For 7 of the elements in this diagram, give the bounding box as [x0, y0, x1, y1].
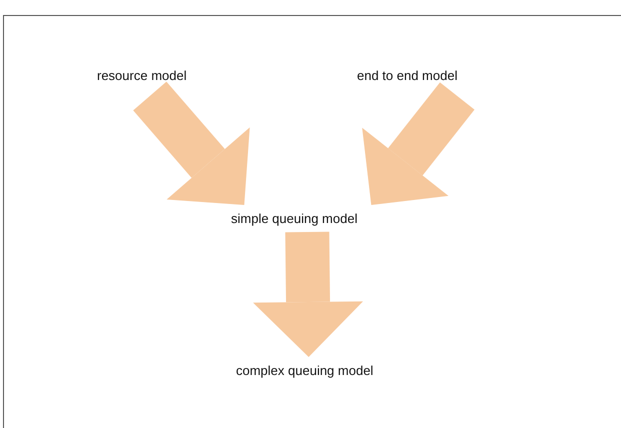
block-arrow	[362, 82, 474, 205]
block-arrow	[133, 82, 250, 205]
block-arrow	[253, 232, 364, 357]
node-label: end to end model	[355, 67, 460, 84]
node-label: simple queuing model	[229, 210, 360, 227]
node-label: resource model	[95, 67, 189, 84]
node-label: complex queuing model	[234, 362, 376, 379]
